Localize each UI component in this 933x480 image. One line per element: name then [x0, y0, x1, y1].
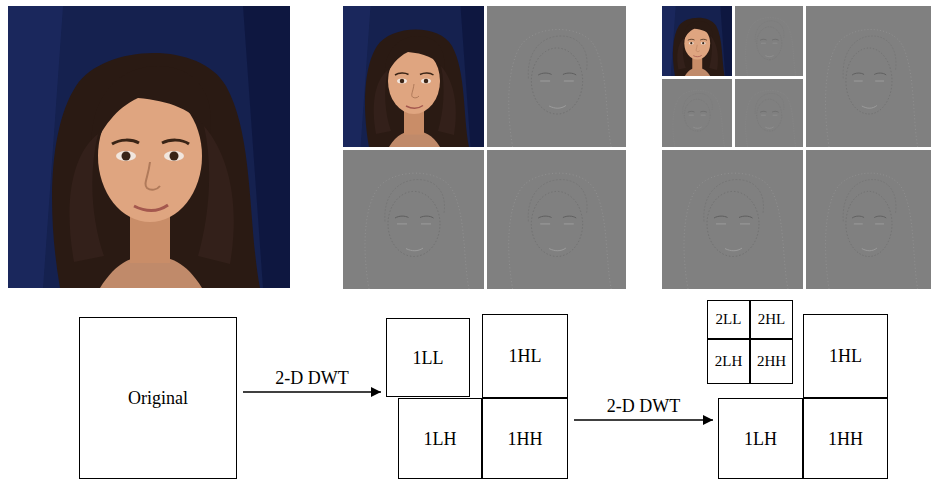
subband-box: 1LH [398, 398, 482, 479]
box-label: 1HL [509, 347, 542, 365]
box-label: 1LL [413, 349, 444, 367]
subband-box: 1HL [482, 314, 568, 398]
original-photo [8, 6, 290, 288]
box-label: 1LH [424, 430, 457, 448]
box-label: 1HL [829, 347, 862, 365]
wavelet-images [0, 0, 933, 300]
box-label: Original [128, 389, 188, 407]
arrow-label: 2-D DWT [273, 369, 350, 387]
transform-arrow [574, 419, 713, 421]
subband-box: 2LL [707, 300, 750, 339]
box-label: 2HL [758, 312, 786, 327]
level2-transform [662, 6, 931, 289]
subband-box: 2HL [750, 300, 793, 339]
subband-box: 1LH [718, 398, 803, 479]
subband-box: Original [79, 317, 237, 479]
transform-arrow [243, 391, 381, 393]
arrow-label: 2-D DWT [605, 397, 682, 415]
box-label: 1HH [828, 430, 863, 448]
subband-box: 2LH [707, 339, 750, 384]
level1-transform [343, 6, 626, 289]
box-label: 2HH [757, 354, 786, 369]
subband-box: 1LL [386, 318, 470, 397]
box-label: 2LH [715, 354, 743, 369]
subband-box: 1HL [803, 314, 888, 398]
box-label: 1LH [744, 430, 777, 448]
box-label: 2LL [716, 312, 742, 327]
subband-box: 2HH [750, 339, 793, 384]
subband-box: 1HH [803, 398, 888, 479]
subband-box: 1HH [482, 398, 568, 479]
box-label: 1HH [508, 430, 543, 448]
